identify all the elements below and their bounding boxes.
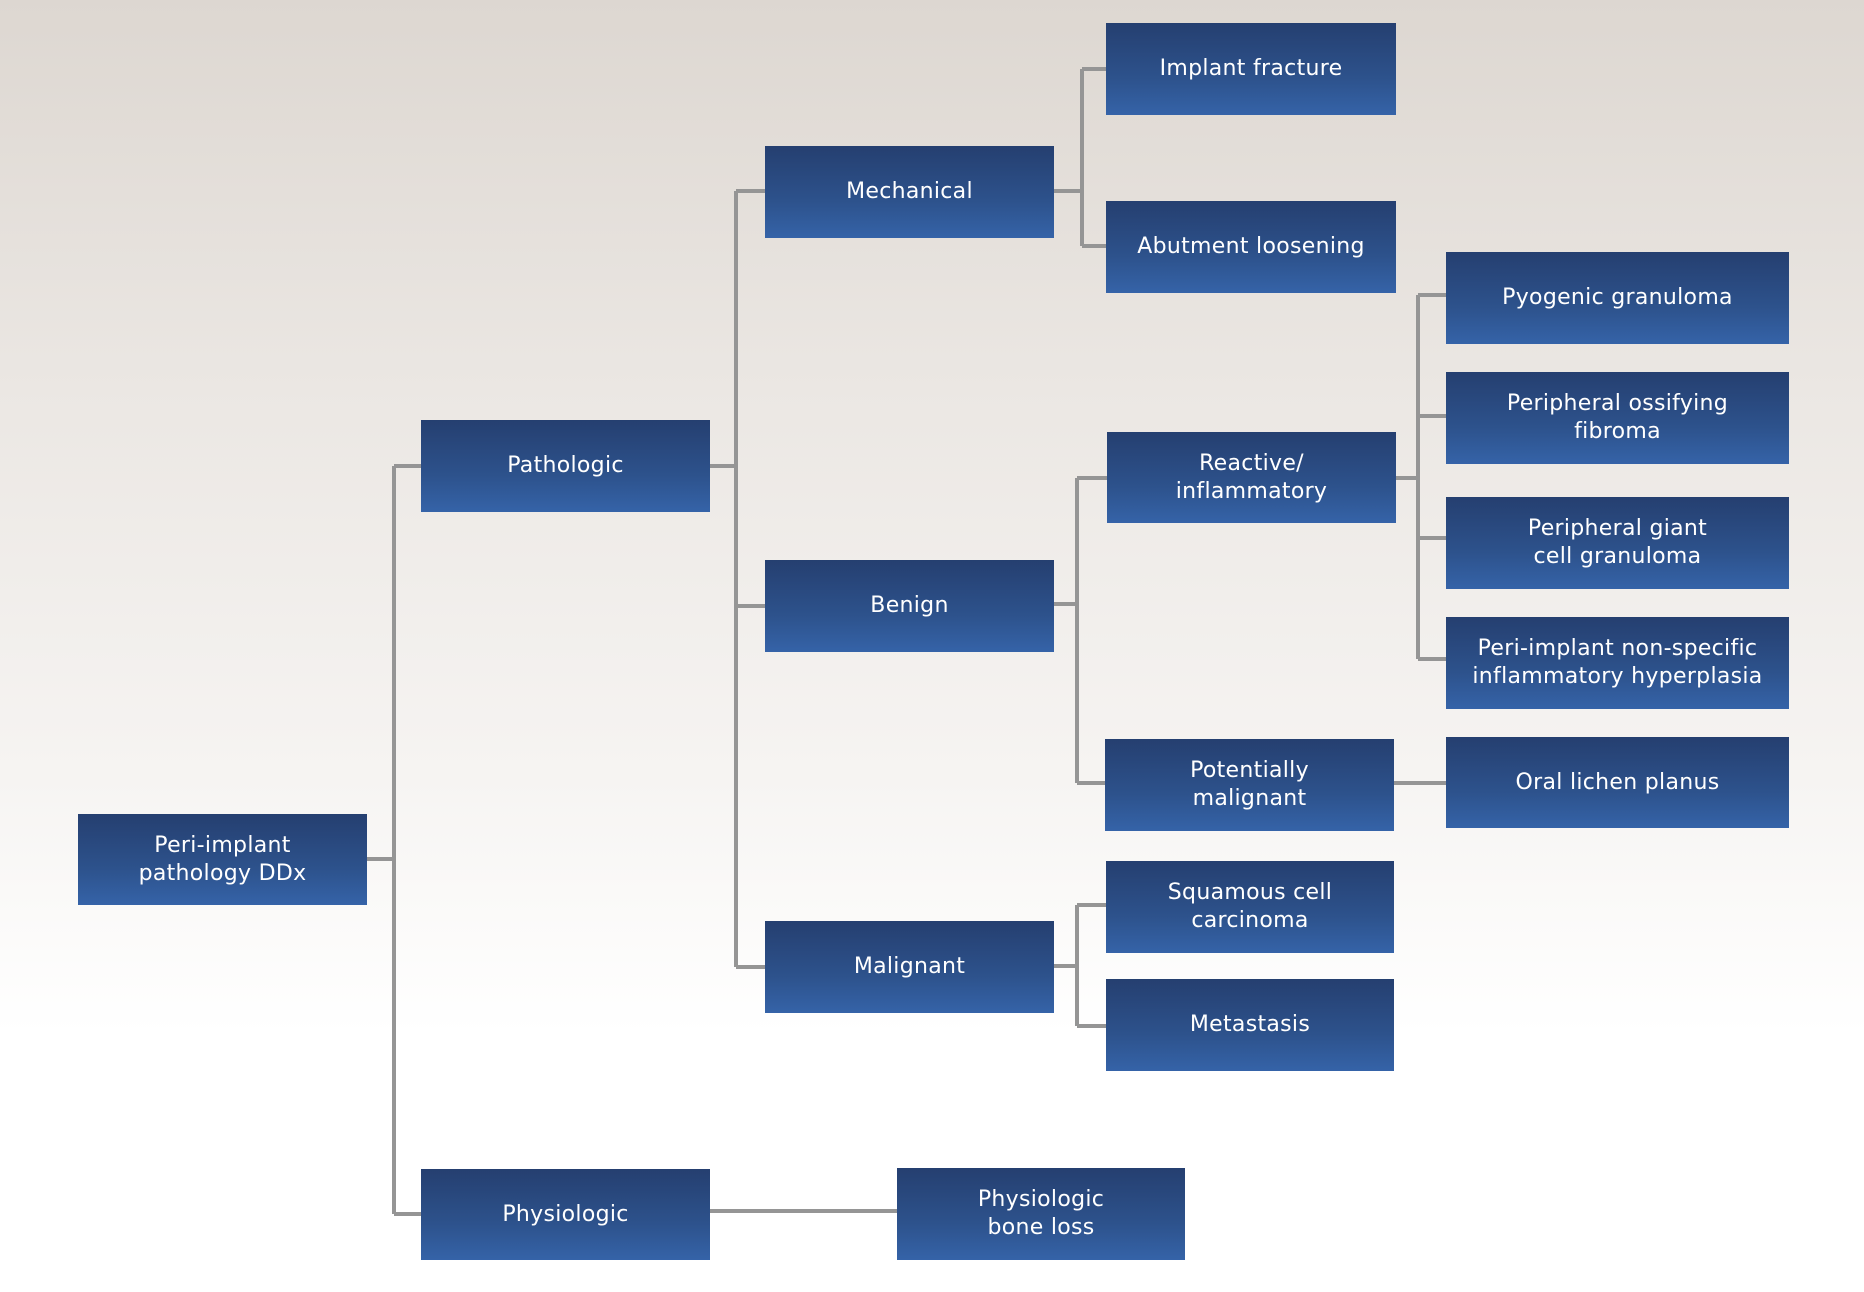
connector-root bbox=[366, 464, 421, 1216]
node-potentially-malignant: Potentially malignant bbox=[1105, 739, 1394, 831]
node-peripheral-ossifying-fibroma: Peripheral ossifying fibroma bbox=[1446, 372, 1789, 464]
node-oral-lichen-planus: Oral lichen planus bbox=[1446, 737, 1789, 828]
connector-malignant bbox=[1054, 903, 1106, 1028]
node-reactive-inflammatory: Reactive/ inflammatory bbox=[1107, 432, 1396, 523]
connector-mechanical bbox=[1054, 67, 1106, 248]
node-squamous-cell-carcinoma: Squamous cell carcinoma bbox=[1106, 861, 1394, 953]
connector-reactive bbox=[1396, 293, 1446, 661]
node-mechanical: Mechanical bbox=[765, 146, 1054, 238]
node-root: Peri-implant pathology DDx bbox=[78, 814, 367, 905]
connector-benign bbox=[1054, 476, 1107, 785]
node-physiologic: Physiologic bbox=[421, 1169, 710, 1260]
node-metastasis: Metastasis bbox=[1106, 979, 1394, 1071]
node-pyogenic-granuloma: Pyogenic granuloma bbox=[1446, 252, 1789, 344]
node-malignant: Malignant bbox=[765, 921, 1054, 1013]
node-abutment-loosening: Abutment loosening bbox=[1106, 201, 1396, 293]
node-benign: Benign bbox=[765, 560, 1054, 652]
node-implant-fracture: Implant fracture bbox=[1106, 23, 1396, 115]
node-physiologic-bone-loss: Physiologic bone loss bbox=[897, 1168, 1185, 1260]
node-peripheral-giant-cell-granuloma: Peripheral giant cell granuloma bbox=[1446, 497, 1789, 589]
node-pathologic: Pathologic bbox=[421, 420, 710, 512]
node-peri-implant-nonspecific-hyperplasia: Peri-implant non-specific inflammatory h… bbox=[1446, 617, 1789, 709]
connector-pathologic bbox=[710, 189, 765, 969]
